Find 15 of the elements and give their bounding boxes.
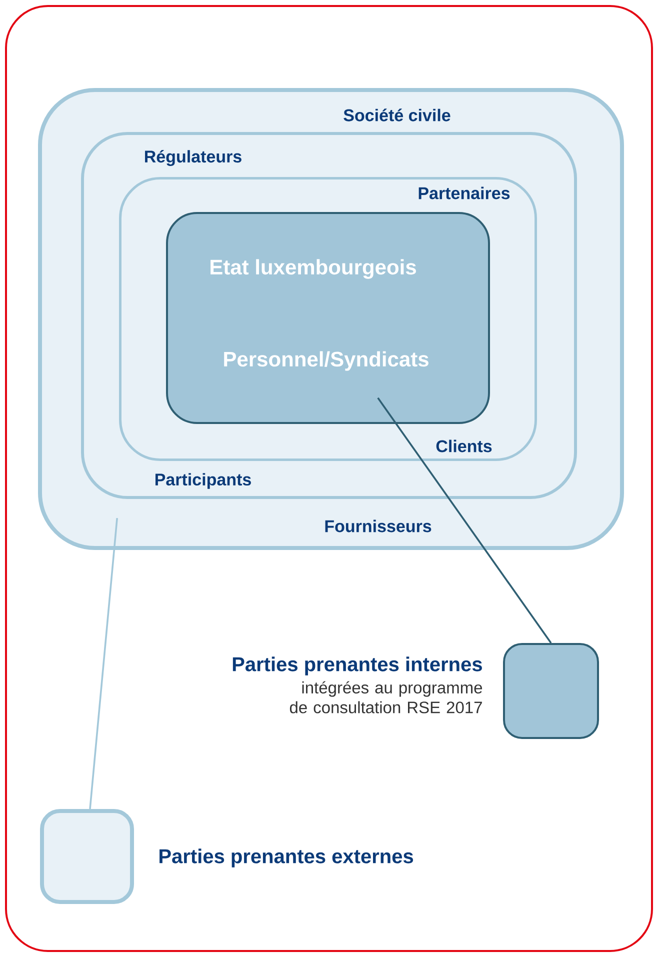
zone-label: Clients [436, 440, 492, 452]
legend-description: intégrées au programme de consultation RSE 2017 [290, 681, 482, 714]
zone-label: Régulateurs [145, 150, 242, 166]
leader-line [377, 397, 552, 644]
zone-label: Personnel/Syndicats [224, 351, 428, 371]
legend-square [40, 809, 134, 904]
zone-label: Fournisseurs [325, 520, 432, 532]
zone-label: Société civile [344, 108, 450, 122]
legend-title: Parties prenantes internes [232, 656, 482, 676]
zone-label: Partenaires [418, 186, 510, 200]
legend-title: Parties prenantes externes [160, 848, 414, 868]
zone-box [166, 212, 490, 424]
leader-line [89, 518, 118, 810]
zone-label: Etat luxembourgeois [210, 259, 416, 279]
zone-label: Participants [156, 473, 251, 489]
